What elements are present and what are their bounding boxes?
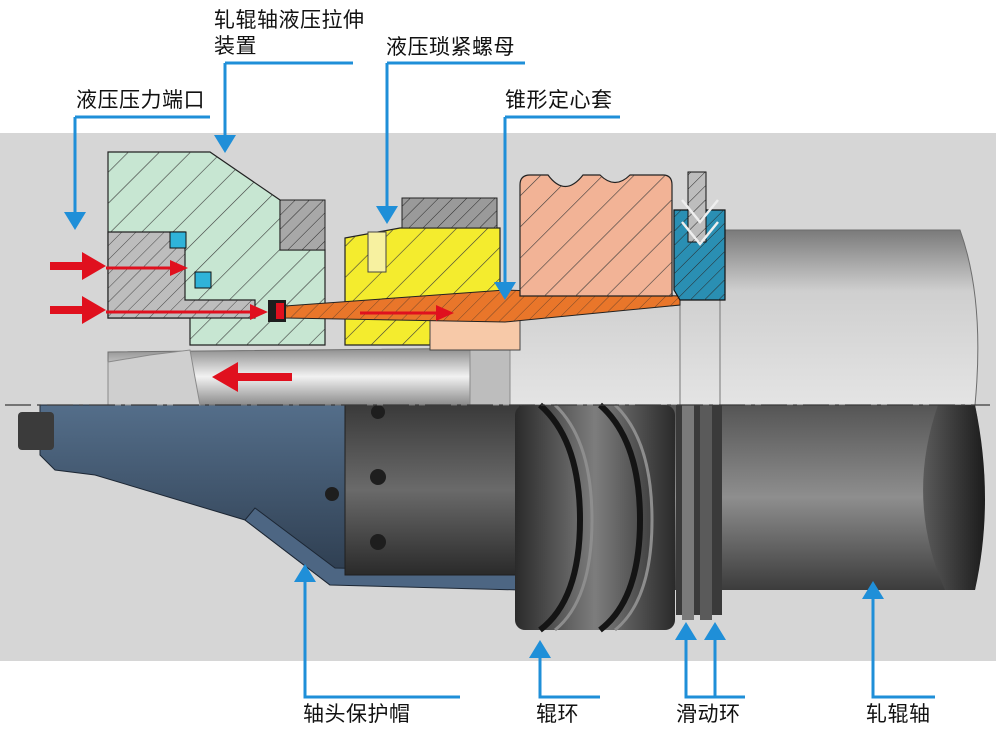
lock-nut-lower bbox=[344, 404, 521, 576]
label-roll-ring: 辊环 bbox=[536, 702, 579, 726]
label-lock-nut: 液压琐紧螺母 bbox=[386, 35, 515, 59]
seal bbox=[194, 271, 212, 289]
label-roll-shaft: 轧辊轴 bbox=[866, 702, 931, 726]
label-stretcher-line1: 轧辊轴液压拉伸 bbox=[214, 8, 365, 32]
callout-lines bbox=[73, 61, 935, 699]
label-end-cap: 轴头保护帽 bbox=[303, 702, 411, 726]
label-taper-sleeve: 锥形定心套 bbox=[505, 88, 613, 112]
label-pressure-port: 液压压力端口 bbox=[76, 88, 205, 112]
pressure-arrows bbox=[50, 252, 454, 392]
callout-arrowheads bbox=[64, 135, 884, 658]
roll-shaft-upper bbox=[504, 229, 979, 406]
label-slip-ring: 滑动环 bbox=[676, 702, 741, 726]
seal bbox=[169, 231, 187, 249]
roll-shaft-end bbox=[923, 405, 985, 590]
label-stretcher-line2: 装置 bbox=[214, 34, 257, 58]
